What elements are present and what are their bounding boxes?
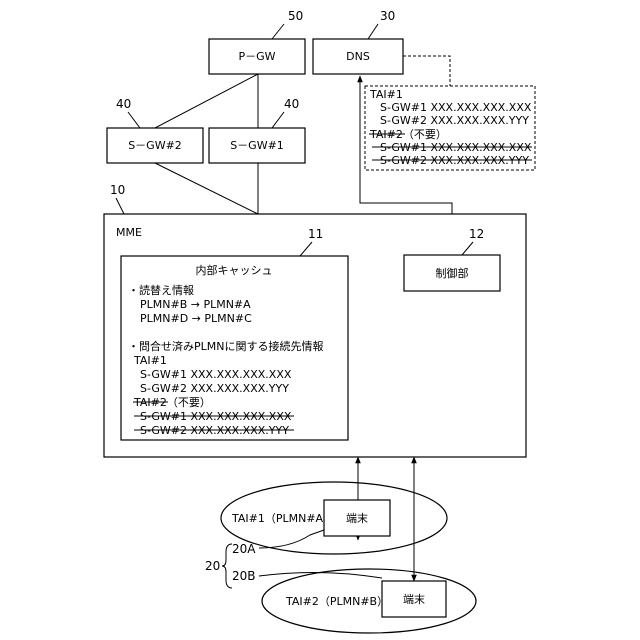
sgw1-label: S－GW#1	[230, 139, 284, 152]
pgw-node: P－GW	[209, 39, 305, 74]
dns-tai1-label: TAI#1	[369, 88, 403, 101]
pgw-sgw2-line	[155, 74, 258, 128]
dns-tai1-entry: S-GW#2 XXX.XXX.XXX.YYY	[380, 114, 529, 127]
dns-node: DNS	[313, 39, 403, 74]
control-unit-box: 制御部	[404, 255, 500, 291]
pgw-label: P－GW	[238, 50, 275, 63]
dns-record-box: TAI#1 S-GW#1 XXX.XXX.XXX.XXX S-GW#2 XXX.…	[365, 86, 535, 170]
mme-label: MME	[116, 226, 142, 239]
pgw-ref-number: 50	[288, 9, 303, 23]
mme-ref-number: 10	[110, 183, 125, 197]
sgw1-ref-number: 40	[284, 97, 299, 111]
terminal-a-leader	[259, 530, 324, 548]
cache-title: 内部キャッシュ	[196, 263, 273, 277]
control-ref-number: 12	[469, 227, 484, 241]
area-a-label: TAI#1（PLMN#A）	[231, 512, 334, 525]
terminal-b-label: 端末	[403, 592, 425, 606]
inquired-heading: ・問合せ済みPLMNに関する接続先情報	[128, 339, 323, 353]
terminal-b-leader	[259, 572, 382, 578]
sgw1-node: S－GW#1	[209, 128, 305, 163]
sgw2-mme-line	[155, 163, 258, 214]
cache-tai1-entry: S-GW#2 XXX.XXX.XXX.YYY	[140, 382, 289, 395]
terminal-b-ref-number: 20B	[232, 569, 256, 583]
internal-cache-box: 内部キャッシュ ・読替え情報 PLMN#B → PLMN#A PLMN#D → …	[121, 256, 348, 440]
terminal-a-ref-number: 20A	[232, 542, 256, 556]
area-b-label: TAI#2（PLMN#B）	[285, 595, 388, 608]
terminal-b: 端末	[382, 581, 446, 617]
sgw2-label: S－GW#2	[128, 139, 182, 152]
rewrite-entry: PLMN#D → PLMN#C	[140, 312, 252, 325]
sgw2-node: S－GW#2	[107, 128, 203, 163]
control-label: 制御部	[436, 266, 469, 280]
cache-tai1-entry: S-GW#1 XXX.XXX.XXX.XXX	[140, 368, 292, 381]
dns-tai1-entry: S-GW#1 XXX.XXX.XXX.XXX	[380, 101, 532, 114]
cache-tai1-label: TAI#1	[133, 354, 167, 367]
rewrite-heading: ・読替え情報	[128, 283, 194, 297]
rewrite-entry: PLMN#B → PLMN#A	[140, 298, 251, 311]
dns-record-dashed-link	[403, 56, 450, 86]
terminals-brace	[222, 544, 232, 588]
dns-tai2-note: （不要）	[403, 128, 447, 141]
terminal-a-label: 端末	[346, 511, 368, 525]
sgw2-ref-number: 40	[116, 97, 131, 111]
dns-label: DNS	[346, 50, 370, 63]
cache-ref-number: 11	[308, 227, 323, 241]
dns-ref-number: 30	[380, 9, 395, 23]
cache-tai2-note: （不要）	[167, 396, 211, 409]
terminal-a: 端末	[324, 500, 390, 536]
terminals-ref-number: 20	[205, 559, 220, 573]
